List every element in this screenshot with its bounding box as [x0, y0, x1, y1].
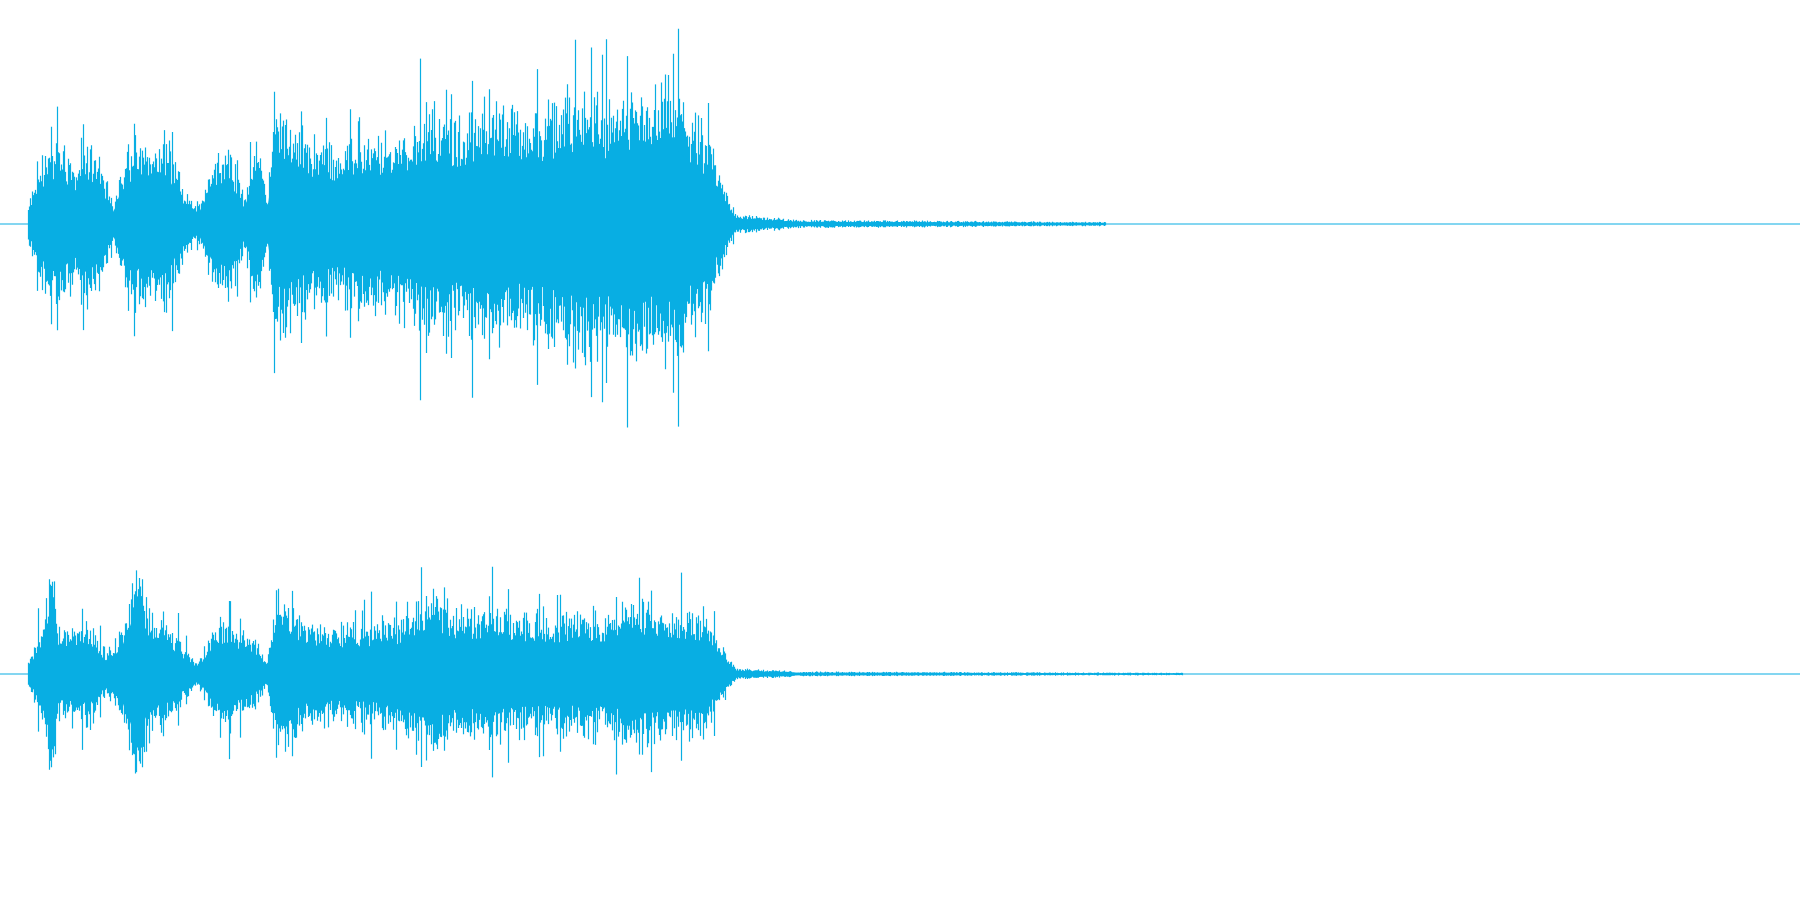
waveform-channel-1: [0, 28, 1800, 428]
waveform-channel-2: [0, 566, 1800, 778]
waveform-core: [28, 148, 1105, 300]
waveform-core: [28, 611, 1183, 737]
